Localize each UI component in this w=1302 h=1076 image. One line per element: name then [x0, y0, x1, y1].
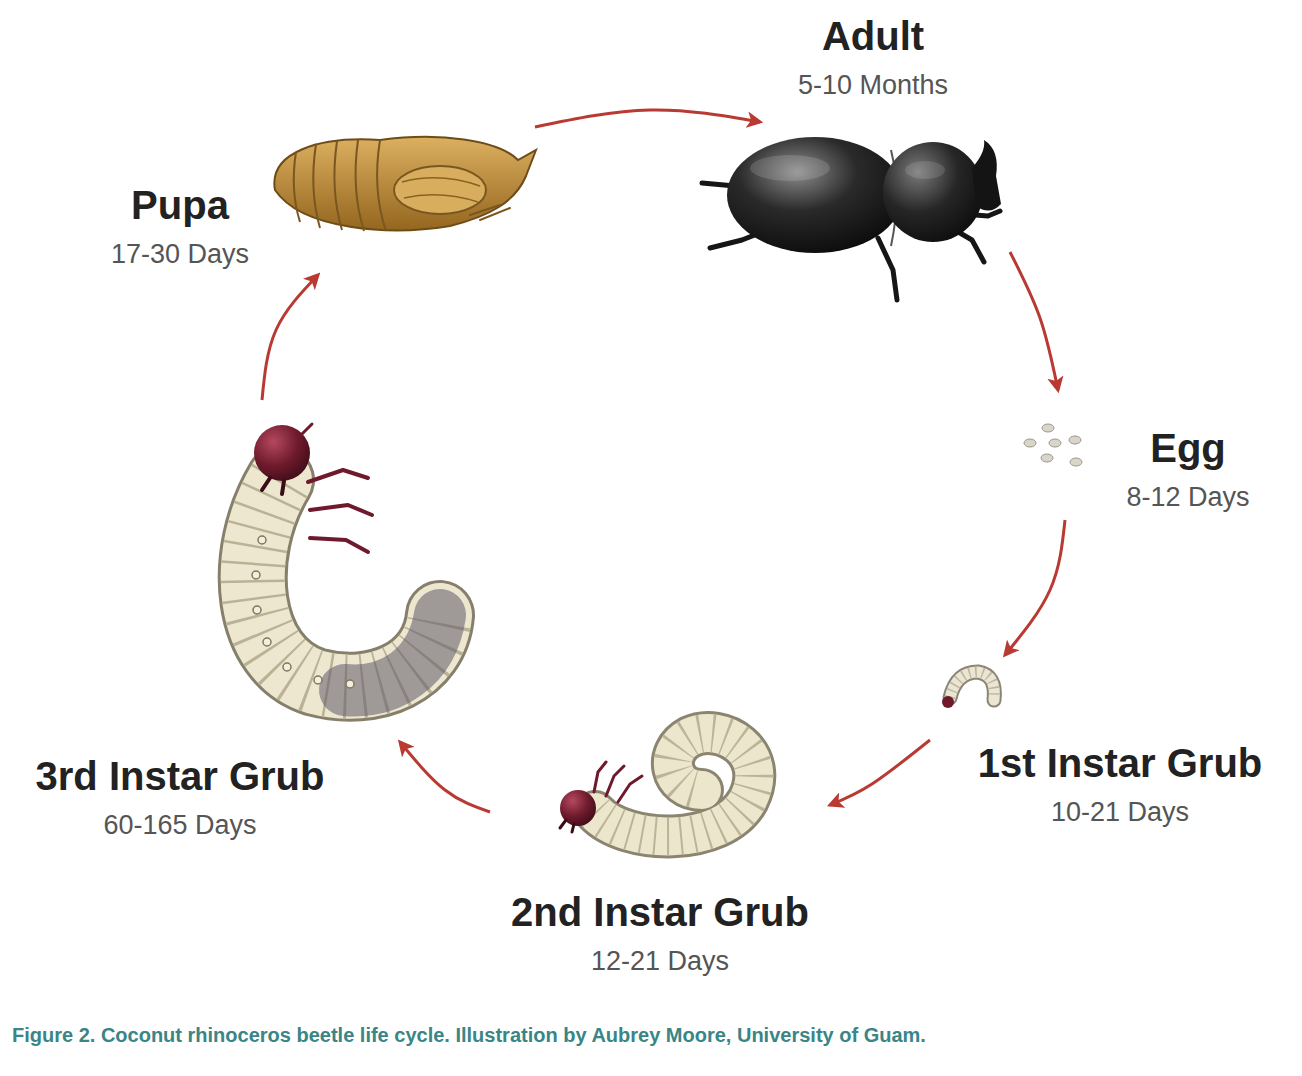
cycle-arrow: [400, 742, 490, 812]
stage-label: Adult 5-10 Months: [797, 13, 950, 101]
stage-name: 3rd Instar Grub: [35, 753, 326, 799]
life-stage: Adult 5-10 Months: [760, 8, 1010, 300]
third-instar-grub-part-part: [283, 663, 291, 671]
cycle-arrow: [535, 110, 760, 127]
stage-duration: 17-30 Days: [110, 239, 251, 270]
eggs-part: [1070, 458, 1082, 466]
cycle-arrow: [1010, 252, 1058, 390]
life-stage: Pupa 17-30 Days: [95, 125, 535, 275]
third-instar-grub-part: [262, 478, 284, 494]
eggs-part: [1042, 424, 1054, 432]
eggs-part: [1049, 439, 1061, 447]
adult-beetle-part: [883, 142, 983, 242]
figure-caption: Figure 2. Coconut rhinoceros beetle life…: [12, 1022, 926, 1048]
pupa-part-part: [294, 152, 300, 222]
second-instar-grub-part-part: [594, 762, 606, 792]
second-instar-grub: [560, 733, 754, 836]
stage-label: 2nd Instar Grub 12-21 Days: [510, 889, 810, 977]
pupa-part: [394, 166, 486, 214]
second-instar-grub-part-part: [618, 776, 642, 802]
second-instar-grub-part: [594, 762, 642, 802]
second-instar-grub-part: [595, 733, 754, 836]
third-instar-grub-part-part: [252, 571, 260, 579]
pupa-part-part: [377, 140, 386, 231]
adult-beetle: [702, 137, 1001, 300]
first-instar-grub-part: [950, 672, 994, 700]
adult-beetle-part: [727, 137, 903, 253]
stage-name: Pupa: [110, 182, 251, 228]
pupa-part: [274, 137, 536, 230]
stage-duration: 60-165 Days: [35, 810, 326, 841]
eggs-part: [1024, 439, 1036, 447]
life-stage: 2nd Instar Grub 12-21 Days: [490, 715, 830, 985]
stage-duration: 8-12 Days: [1125, 482, 1251, 513]
cycle-arrow: [1005, 520, 1065, 655]
adult-beetle-part-part: [878, 238, 897, 300]
pupa-part: [402, 178, 480, 202]
third-instar-grub-part-part: [253, 606, 261, 614]
pupa-part-part: [313, 144, 320, 228]
life-stage: 3rd Instar Grub 60-165 Days: [20, 400, 400, 850]
life-stage: 1st Instar Grub 10-21 Days: [930, 655, 1290, 835]
eggs: [1024, 424, 1082, 466]
stage-duration: 12-21 Days: [510, 946, 810, 977]
pupa: [274, 137, 536, 231]
adult-beetle-part: [972, 140, 1001, 211]
cycle-arrow: [830, 740, 930, 805]
stage-label: Pupa 17-30 Days: [110, 182, 251, 270]
stage-name: 2nd Instar Grub: [510, 889, 810, 935]
stage-label: 1st Instar Grub 10-21 Days: [977, 740, 1264, 828]
third-instar-grub-part: [345, 615, 440, 690]
stage-name: Egg: [1125, 425, 1251, 471]
third-instar-grub-part-part: [258, 536, 266, 544]
second-instar-grub-part-part: [606, 766, 624, 796]
stage-name: Adult: [797, 13, 950, 59]
second-instar-grub-part: [560, 820, 574, 832]
stage-duration: 5-10 Months: [797, 70, 950, 101]
first-instar-grub: [942, 672, 994, 708]
third-instar-grub-part-part: [314, 676, 322, 684]
first-instar-grub-part: [950, 672, 994, 700]
third-instar-grub-part-part: [308, 470, 368, 482]
third-instar-grub-part-part: [310, 538, 368, 552]
eggs-part: [1069, 436, 1081, 444]
cycle-arrow: [262, 275, 318, 400]
adult-beetle-part: [750, 155, 830, 181]
third-instar-grub-part: [252, 536, 354, 688]
stage-label: 3rd Instar Grub 60-165 Days: [35, 753, 326, 841]
third-instar-grub-part-part: [310, 505, 372, 515]
third-instar-grub-part-part: [346, 680, 354, 688]
first-instar-grub-part: [942, 696, 954, 708]
pupa-part-part: [334, 141, 342, 230]
pupa-part-part: [356, 140, 364, 231]
adult-beetle-part: [905, 161, 945, 179]
pupa-part: [470, 205, 510, 220]
pupa-part: [294, 140, 386, 231]
first-instar-grub-part: [950, 672, 994, 700]
third-instar-grub: [252, 424, 440, 690]
eggs-part: [1041, 454, 1053, 462]
life-stage: Egg 8-12 Days: [1015, 390, 1290, 520]
stage-name: 1st Instar Grub: [977, 740, 1264, 786]
third-instar-grub-part: [308, 470, 372, 552]
stage-label: Egg 8-12 Days: [1125, 425, 1251, 513]
third-instar-grub-part-part: [263, 638, 271, 646]
third-instar-grub-part: [300, 424, 312, 436]
stage-duration: 10-21 Days: [977, 797, 1264, 828]
second-instar-grub-part: [595, 733, 754, 836]
second-instar-grub-part: [595, 733, 754, 836]
